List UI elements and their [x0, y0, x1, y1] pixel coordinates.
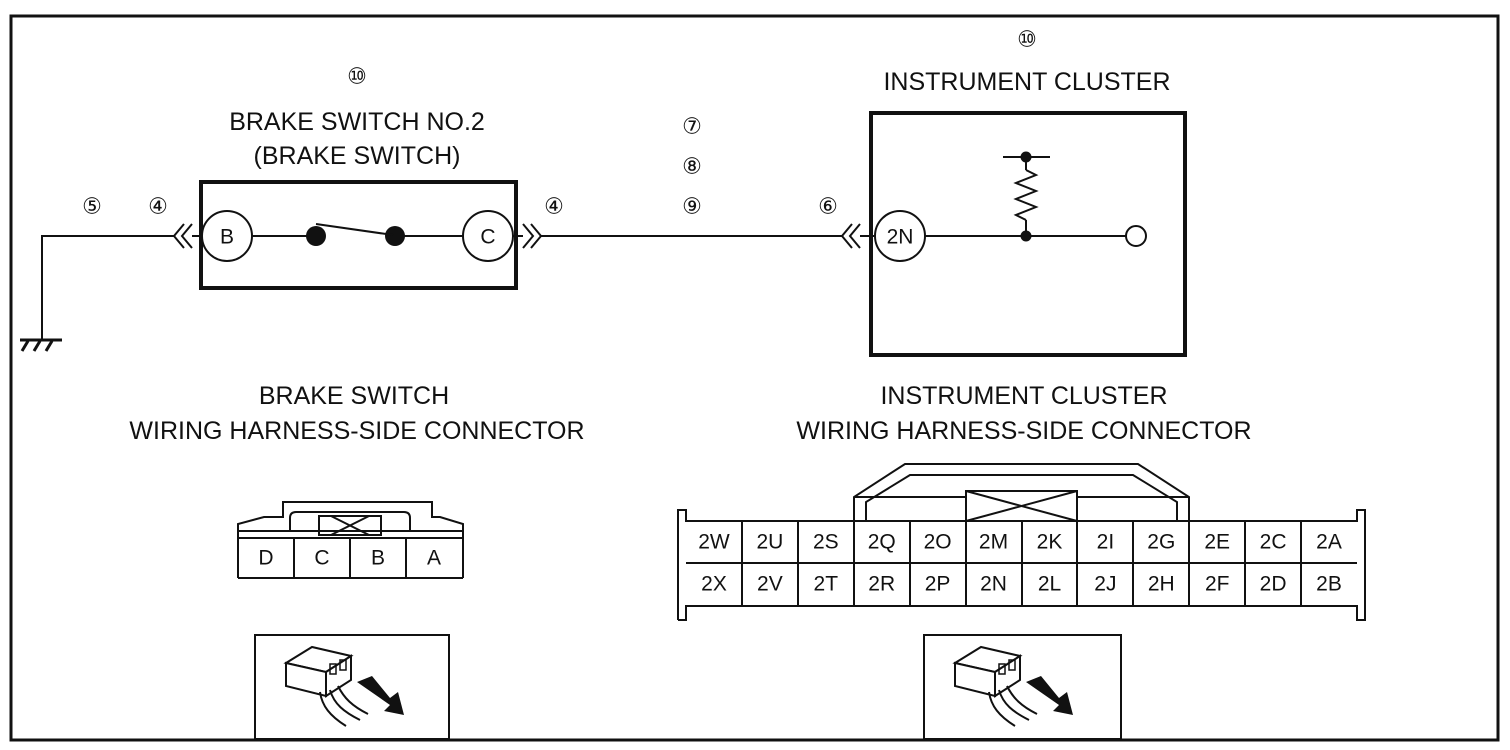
- connector-left-ref: ④: [148, 194, 168, 219]
- brake-pin-b: B: [220, 226, 234, 249]
- brake-switch-box: [199, 180, 518, 290]
- cluster-pin-2n: 2N: [887, 226, 914, 249]
- brake-pin-c: C: [480, 226, 495, 249]
- cluster-connector-pin: 2J: [1094, 573, 1116, 596]
- cluster-connector-pin: 2I: [1097, 531, 1115, 554]
- brake-switch-ref: ⑩: [347, 64, 367, 89]
- cluster-connector-pin: 2L: [1038, 573, 1061, 596]
- cluster-connector-pin: 2G: [1147, 531, 1175, 554]
- cluster-connector-pin: 2A: [1316, 531, 1342, 554]
- cluster-connector-ref: ⑥: [818, 194, 838, 219]
- instrument-cluster-box: [869, 111, 1187, 357]
- cluster-connector-subtitle: WIRING HARNESS-SIDE CONNECTOR: [796, 417, 1251, 445]
- connector-right-ref: ④: [544, 194, 564, 219]
- cluster-connector-cells: 2W 2U 2S 2Q 2O 2M 2K 2I 2G 2E 2C 2A 2X 2V 2T 2R 2P 2N 2L 2J…: [698, 531, 1342, 596]
- cluster-connector-pin: 2B: [1316, 573, 1342, 596]
- cluster-connector-pin: 2F: [1205, 573, 1230, 596]
- brake-connector-pin: C: [314, 547, 329, 570]
- switch-contact-left: [306, 226, 326, 246]
- brake-connector-title: BRAKE SWITCH: [259, 382, 449, 410]
- cluster-connector-pin: 2N: [980, 573, 1007, 596]
- wire-ref-8: ⑧: [682, 154, 702, 179]
- cluster-connector-pin: 2M: [979, 531, 1008, 554]
- cluster-connector-pin: 2X: [701, 573, 727, 596]
- cluster-connector-pin: 2P: [925, 573, 951, 596]
- diagram-frame: [9, 14, 1500, 742]
- cluster-ref: ⑩: [1017, 27, 1037, 52]
- wire-ref-9: ⑨: [682, 194, 702, 219]
- cluster-connector-pin: 2H: [1148, 573, 1175, 596]
- brake-switch-subtitle: (BRAKE SWITCH): [254, 142, 461, 170]
- switch-blade: [315, 223, 394, 236]
- cluster-connector-pin: 2S: [813, 531, 839, 554]
- ground-symbol: [20, 235, 174, 352]
- connector-view-icon: [254, 634, 450, 740]
- connector-view-icon: [923, 634, 1122, 740]
- resistor-symbol: [1013, 169, 1039, 221]
- brake-connector-pin: B: [371, 547, 385, 570]
- cluster-connector-face: [677, 463, 1366, 621]
- cluster-connector-pin: 2C: [1260, 531, 1287, 554]
- cluster-connector-title: INSTRUMENT CLUSTER: [880, 382, 1167, 410]
- brake-connector-face: [237, 501, 464, 579]
- terminal-open-circle: [1125, 225, 1147, 247]
- cluster-connector-pin: 2K: [1037, 531, 1063, 554]
- brake-connector-pin: A: [427, 547, 441, 570]
- cluster-title: INSTRUMENT CLUSTER: [883, 68, 1170, 96]
- cluster-connector-pin: 2D: [1260, 573, 1287, 596]
- connector-left-symbol: [172, 223, 202, 249]
- switch-contact-right: [385, 226, 405, 246]
- cluster-connector-pin: 2O: [924, 531, 952, 554]
- brake-switch-title: BRAKE SWITCH NO.2: [229, 108, 485, 136]
- brake-connector-subtitle: WIRING HARNESS-SIDE CONNECTOR: [129, 417, 584, 445]
- cluster-connector-pin: 2E: [1204, 531, 1230, 554]
- cluster-connector-pin: 2Q: [868, 531, 896, 554]
- cluster-connector-pin: 2W: [698, 531, 730, 554]
- cluster-connector-pin: 2U: [756, 531, 783, 554]
- cluster-connector-pin: 2R: [868, 573, 895, 596]
- ground-ref: ⑤: [82, 194, 102, 219]
- brake-connector-pin: D: [258, 547, 273, 570]
- cluster-connector-pin: 2T: [814, 573, 839, 596]
- cluster-connector-pin: 2V: [757, 573, 783, 596]
- wire-ref-7: ⑦: [682, 114, 702, 139]
